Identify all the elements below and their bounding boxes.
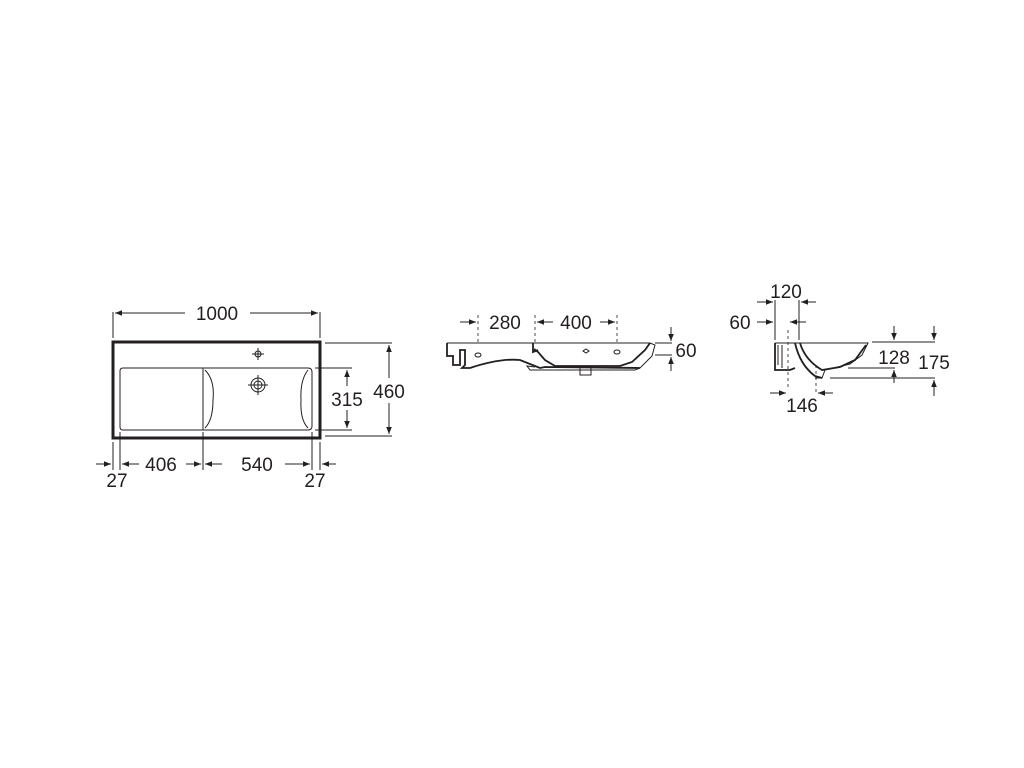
dim-rim-height: 60 <box>675 341 696 362</box>
dim-back-width: 120 <box>770 282 802 303</box>
section-view: 120 60 146 128 175 <box>729 282 949 417</box>
basin-outline <box>111 340 322 440</box>
dim-shelf-width: 406 <box>145 455 177 476</box>
basin-bowl <box>203 367 313 431</box>
dim-right-margin: 27 <box>304 471 325 492</box>
dim-left-margin: 27 <box>106 471 127 492</box>
tap-hole-icon <box>252 348 264 360</box>
dim-bowl-depth: 128 <box>878 348 910 369</box>
dim-hole-spacing: 400 <box>560 313 592 334</box>
front-view: 280 400 60 <box>446 313 697 376</box>
dim-overall-width: 1000 <box>196 304 238 325</box>
dim-total-height: 175 <box>918 353 950 374</box>
dim-drain-offset: 146 <box>786 396 818 417</box>
dim-basin-depth: 315 <box>331 390 363 411</box>
top-view: 1000 460 315 27 406 540 27 <box>96 304 405 492</box>
shelf-area <box>119 367 204 431</box>
tap-hole-icon <box>474 352 482 358</box>
dim-tap-offset: 60 <box>729 313 750 334</box>
dim-hole-offset: 280 <box>489 313 521 334</box>
overflow-icon <box>582 348 590 354</box>
tap-hole-icon <box>613 349 621 355</box>
dim-overall-depth: 460 <box>373 382 405 403</box>
drain-icon <box>248 375 268 395</box>
dim-basin-width: 540 <box>241 455 273 476</box>
